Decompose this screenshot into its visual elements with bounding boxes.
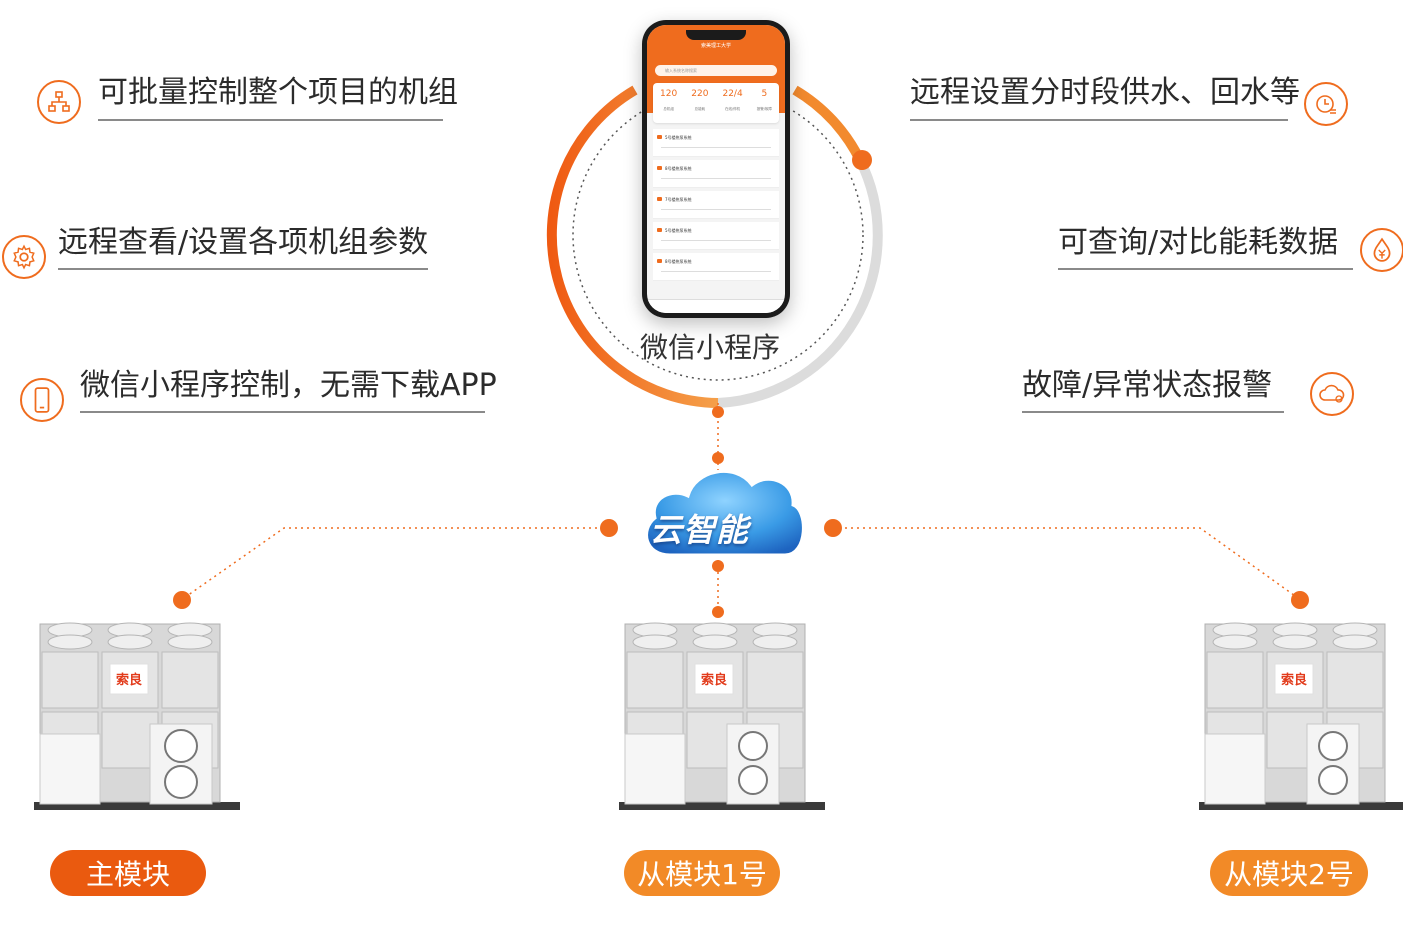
feature-underline [58,268,428,270]
cloud-alert-icon [1310,372,1354,416]
list-item[interactable]: 8号楼热泵系统 [653,253,779,281]
phone-app-title: 索美理工大学 [700,43,731,49]
ring-gray-arc [717,157,883,408]
feature-wechat-control: 微信小程序控制，无需下载APP [80,368,497,403]
unit-main: 索良 [34,622,240,810]
feature-underline [98,119,443,121]
phone-search-input[interactable]: 输入系统名称搜索 [655,65,777,76]
ring-orange-arc-right [792,85,865,163]
list-item[interactable]: 7号楼热泵系统 [653,191,779,219]
feature-fault-alarm: 故障/异常状态报警 [1022,368,1273,403]
feature-schedule-water: 远程设置分时段供水、回水等 [910,75,1300,110]
phone-system-list: 5号楼热泵系统 8号楼热泵系统 7号楼热泵系统 5号楼热泵系统 8号楼热泵系统 [653,129,779,284]
unit-slave-2: 索良 [1199,622,1403,810]
feature-remote-params: 远程查看/设置各项机组参数 [58,225,429,260]
feature-underline [910,119,1288,121]
list-item[interactable]: 5号楼热泵系统 [653,222,779,250]
org-chart-icon [37,80,81,124]
module-label-slave-2: 从模块2号 [1210,850,1368,896]
gear-icon [2,235,46,279]
module-label-main: 主模块 [50,850,206,896]
energy-yen-icon [1360,228,1403,272]
feature-underline [1022,411,1284,413]
svg-text:索良: 索良 [701,672,727,688]
cloud-label: 云智能 [650,511,750,549]
svg-text:索良: 索良 [1281,672,1307,688]
cloud-icon [645,469,805,557]
phone-tab-bar [647,299,785,313]
svg-text:索良: 索良 [116,672,142,688]
list-item[interactable]: 5号楼热泵系统 [653,129,779,157]
clock-schedule-icon [1304,82,1348,126]
wechat-miniprogram-label: 微信小程序 [640,331,781,364]
feature-underline [1058,268,1353,270]
phone-icon [20,378,64,422]
phone-notch [686,30,746,40]
ring-dot [852,150,872,170]
feature-underline [80,411,485,413]
list-item[interactable]: 8号楼热泵系统 [653,160,779,188]
module-label-slave-1: 从模块1号 [624,850,780,896]
unit-slave-1: 索良 [619,622,825,810]
feature-batch-control: 可批量控制整个项目的机组 [98,75,458,110]
inner-dotted-ring [572,89,864,381]
feature-energy-data: 可查询/对比能耗数据 [1058,225,1339,260]
ring-orange-arc [546,85,719,408]
